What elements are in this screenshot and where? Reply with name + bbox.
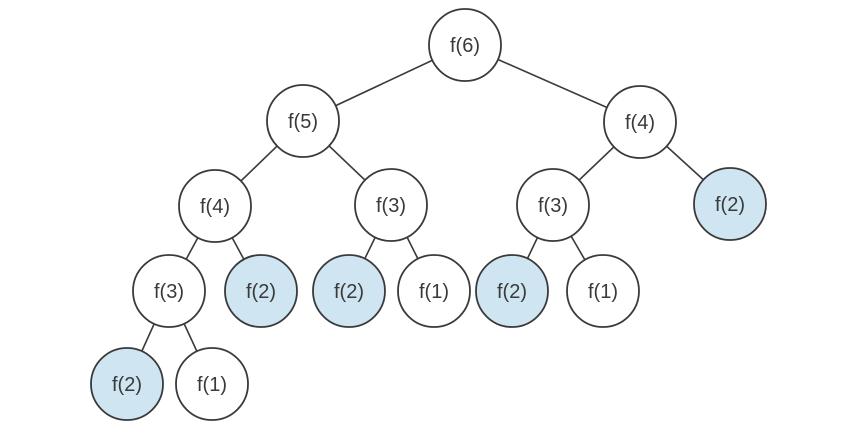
tree-node-circle — [428, 8, 502, 82]
tree-node-label: f(4) — [200, 196, 230, 218]
tree-node-circle-highlighted — [693, 167, 767, 241]
tree-node-label: f(5) — [288, 111, 318, 133]
tree-nodes: f(6) f(5) f(4) f(4) f(3) f(3) f(2) f(3) f(2) f(2)… — [90, 8, 767, 421]
tree-node-10: f(1) — [397, 254, 471, 328]
tree-node-label: f(1) — [419, 281, 449, 303]
tree-node-13: f(2) — [90, 347, 164, 421]
tree-node-circle — [354, 168, 428, 242]
tree-node-circle-highlighted — [224, 254, 298, 328]
tree-node-label: f(3) — [376, 195, 406, 217]
tree-node-label: f(2) — [497, 281, 527, 303]
tree-node-4: f(3) — [354, 168, 428, 242]
tree-node-circle — [266, 84, 340, 158]
tree-node-12: f(1) — [566, 254, 640, 328]
tree-node-circle-highlighted — [90, 347, 164, 421]
tree-node-circle — [516, 168, 590, 242]
tree-node-label: f(2) — [334, 281, 364, 303]
tree-node-circle-highlighted — [312, 254, 386, 328]
tree-node-7: f(3) — [132, 254, 206, 328]
tree-node-label: f(2) — [715, 194, 745, 216]
tree-node-11: f(2) — [475, 254, 549, 328]
tree-node-label: f(4) — [625, 112, 655, 134]
tree-node-circle — [132, 254, 206, 328]
tree-node-label: f(2) — [112, 374, 142, 396]
tree-node-label: f(3) — [154, 281, 184, 303]
tree-node-9: f(2) — [312, 254, 386, 328]
tree-node-label: f(3) — [538, 195, 568, 217]
tree-node-0: f(6) — [428, 8, 502, 82]
tree-node-circle-highlighted — [475, 254, 549, 328]
tree-node-5: f(3) — [516, 168, 590, 242]
tree-node-2: f(4) — [603, 85, 677, 159]
tree-node-label: f(2) — [246, 281, 276, 303]
tree-node-label: f(6) — [450, 35, 480, 57]
tree-node-14: f(1) — [175, 347, 249, 421]
tree-node-circle — [603, 85, 677, 159]
tree-node-label: f(1) — [197, 374, 227, 396]
tree-node-circle — [566, 254, 640, 328]
tree-node-circle — [178, 169, 252, 243]
tree-node-8: f(2) — [224, 254, 298, 328]
tree-node-3: f(4) — [178, 169, 252, 243]
tree-node-circle — [397, 254, 471, 328]
tree-node-6: f(2) — [693, 167, 767, 241]
tree-node-circle — [175, 347, 249, 421]
tree-node-1: f(5) — [266, 84, 340, 158]
tree-node-label: f(1) — [588, 281, 618, 303]
